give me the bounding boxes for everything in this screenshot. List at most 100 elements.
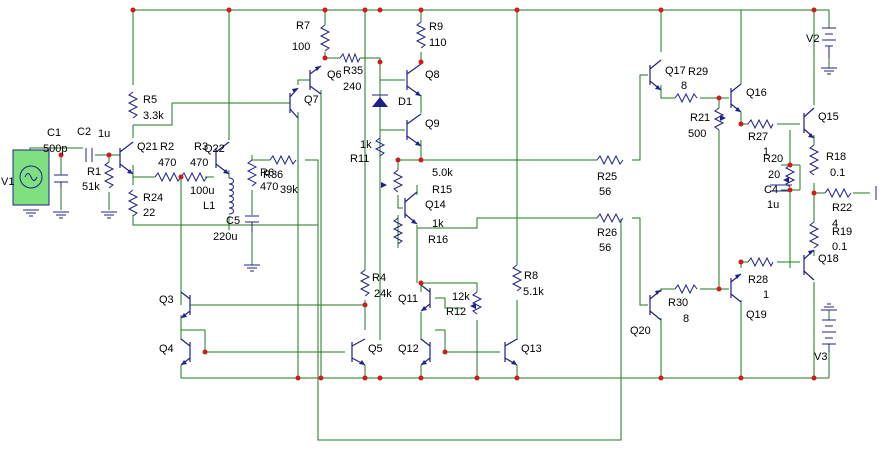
- value-r25: 56: [599, 186, 611, 198]
- resistor-r6: [246, 159, 258, 187]
- label-r20: R20: [763, 153, 783, 165]
- transistor-q5: [351, 338, 366, 366]
- label-q19: Q19: [746, 309, 767, 321]
- transistor-q6: [309, 65, 322, 95]
- resistor-r36: [269, 154, 297, 166]
- label-q18: Q18: [818, 253, 839, 265]
- label-c5: C5: [226, 215, 240, 227]
- label-c2: C2: [77, 126, 91, 138]
- transistor-q3: [180, 291, 191, 319]
- label-r29: R29: [688, 66, 708, 78]
- resistor-r35: [339, 52, 361, 64]
- value-r28: 1: [763, 289, 769, 301]
- label-q14: Q14: [425, 199, 446, 211]
- transistor-q12: [420, 338, 431, 366]
- label-r36: R36: [263, 169, 283, 181]
- resistor-r12: [471, 291, 483, 315]
- value-r7: 100: [292, 41, 310, 53]
- resistor-r25: [596, 154, 624, 166]
- label-r25: R25: [597, 171, 617, 183]
- label-r8: R8: [524, 270, 538, 282]
- passives: [54, 94, 792, 232]
- value-r27: 1: [763, 146, 769, 158]
- value-r1: 51k: [82, 181, 100, 193]
- transistor-q7: [289, 87, 299, 119]
- label-c1: C1: [47, 127, 61, 139]
- label-r15: R15: [432, 184, 452, 196]
- value-r8: 5.1k: [523, 286, 544, 298]
- value-r3: 470: [190, 157, 208, 169]
- capacitor-c1: [54, 174, 68, 188]
- label-r16: R16: [428, 234, 448, 246]
- transistors: [119, 59, 815, 366]
- transistor-q4: [180, 338, 191, 366]
- label-r12: R12: [446, 306, 466, 318]
- sources: [12, 27, 877, 352]
- label-q8: Q8: [425, 69, 440, 81]
- label-r6: R6: [260, 167, 274, 179]
- label-r2: R2: [160, 141, 174, 153]
- inductor-l1: [228, 177, 234, 215]
- label-q6: Q6: [327, 69, 342, 81]
- label-r21: R21: [690, 112, 710, 124]
- label-r35: R35: [343, 65, 363, 77]
- label-d1: D1: [398, 96, 412, 108]
- capacitor-c5: [245, 215, 259, 232]
- label-c4: C4: [764, 184, 778, 196]
- transistor-q16: [730, 83, 742, 113]
- transistor-q9: [406, 113, 422, 147]
- resistor-r28: [747, 256, 774, 268]
- transistor-q8: [406, 63, 422, 97]
- value-r12: 12k: [452, 291, 470, 303]
- resistor-r22: [824, 187, 852, 199]
- resistor-r21: [713, 107, 725, 131]
- value-r24: 22: [143, 207, 155, 219]
- label-r9: R9: [429, 21, 443, 33]
- transistor-q20: [649, 289, 662, 321]
- value-r5: 3.3k: [143, 110, 164, 122]
- label-r1: R1: [87, 166, 101, 178]
- transistor-q17: [649, 59, 662, 91]
- value-c1: 500p: [43, 143, 67, 155]
- label-q3: Q3: [159, 294, 174, 306]
- battery-v3-icon: [822, 319, 836, 352]
- label-l1: L1: [203, 200, 215, 212]
- value-c5: 220u: [213, 231, 237, 243]
- label-v2: V2: [806, 33, 819, 45]
- label-r5: R5: [143, 94, 157, 106]
- resistor-r29: [674, 92, 698, 104]
- label-r30: R30: [668, 297, 688, 309]
- resistor-r27: [747, 118, 774, 130]
- value-r21: 500: [688, 128, 706, 140]
- label-v1: V1: [1, 176, 14, 188]
- component-labels: V1 V2 V3 C1 500p C2 1u C4 1u C5 220u L1 …: [1, 20, 852, 363]
- capacitor-c2: [85, 148, 93, 162]
- label-q9: Q9: [425, 118, 440, 130]
- resistor-r20: [784, 164, 796, 188]
- value-r9: 110: [429, 37, 447, 49]
- label-r28: R28: [748, 274, 768, 286]
- label-q5: Q5: [368, 343, 383, 355]
- transistor-q22: [215, 141, 230, 175]
- resistor-r24: [127, 189, 139, 217]
- value-r19: 0.1: [832, 241, 847, 253]
- resistor-r11: [374, 137, 386, 157]
- transistor-q11: [420, 284, 431, 312]
- resistor-r2: [154, 171, 182, 183]
- label-r27: R27: [748, 131, 768, 143]
- value-r16: 1k: [432, 218, 444, 230]
- diode-d1: [372, 94, 388, 107]
- resistor-r19: [808, 221, 820, 249]
- label-q11: Q11: [398, 293, 418, 305]
- label-q17: Q17: [665, 65, 686, 77]
- label-r7: R7: [296, 20, 310, 32]
- resistor-r4: [359, 269, 371, 297]
- label-100u: 100u: [190, 185, 214, 197]
- resistors: [103, 21, 852, 315]
- ground-symbols: [23, 67, 877, 311]
- label-r11: R11: [350, 153, 369, 165]
- value-c2: 1u: [98, 128, 110, 140]
- transistor-q21: [119, 141, 134, 175]
- transistor-q19: [730, 273, 742, 303]
